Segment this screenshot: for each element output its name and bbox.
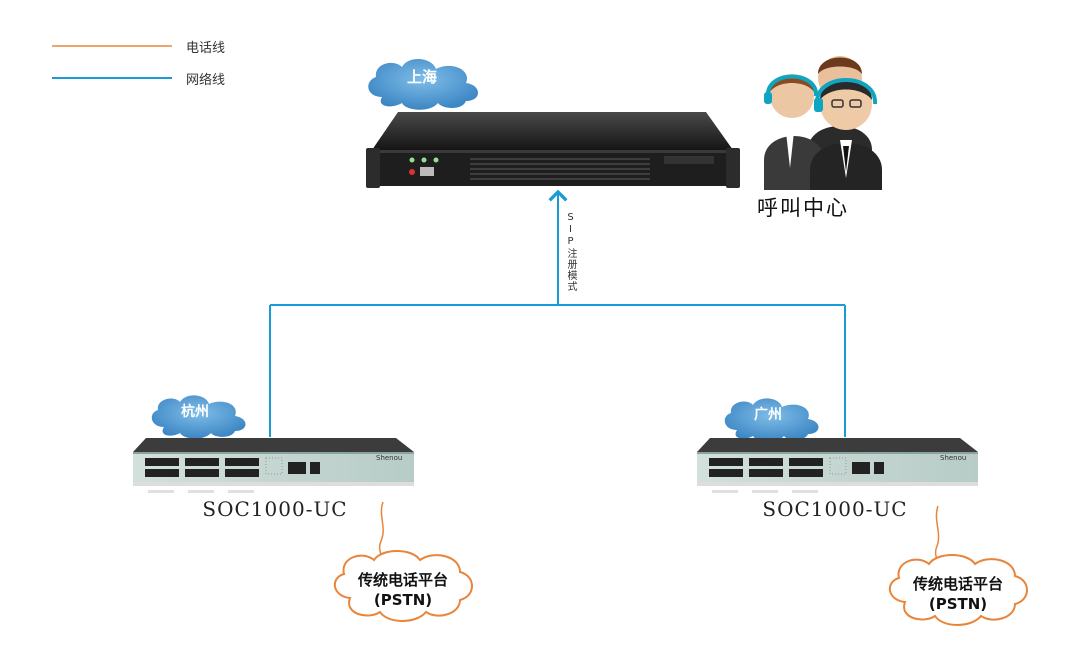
- legend-phone-line-label: 电话线: [186, 41, 226, 56]
- switch-brand-guangzhou: Shenou: [940, 454, 967, 462]
- pstn-subtitle-hangzhou: (PSTN): [373, 591, 433, 609]
- call-center-agents-icon: [764, 56, 882, 190]
- city-label-hangzhou: 杭州: [181, 404, 209, 420]
- switch-guangzhou: [697, 438, 978, 493]
- legend: [52, 45, 172, 79]
- pstn-label-hangzhou: 传统电话平台 (PSTN): [345, 570, 461, 610]
- device-model-hangzhou: SOC1000-UC: [202, 497, 348, 521]
- pstn-subtitle-guangzhou: (PSTN): [928, 595, 988, 613]
- pstn-label-guangzhou: 传统电话平台 (PSTN): [900, 574, 1016, 614]
- pstn-cloud-hangzhou: [334, 550, 473, 622]
- central-server: [366, 112, 740, 188]
- network-links: [269, 189, 846, 437]
- call-center-label: 呼叫中心: [757, 196, 849, 220]
- pstn-cloud-guangzhou: [889, 554, 1028, 626]
- cloud-guangzhou: [724, 398, 819, 442]
- city-label-shanghai: 上海: [406, 68, 437, 86]
- sip-link-label: SIP注册模式: [565, 212, 576, 292]
- device-model-guangzhou: SOC1000-UC: [762, 497, 908, 521]
- pstn-title-hangzhou: 传统电话平台: [357, 571, 448, 589]
- switch-brand-hangzhou: Shenou: [376, 454, 403, 462]
- legend-network-line-label: 网络线: [186, 73, 226, 88]
- cloud-hangzhou: [151, 395, 246, 439]
- cloud-shanghai: [368, 58, 478, 110]
- city-label-guangzhou: 广州: [754, 407, 782, 423]
- pstn-title-guangzhou: 传统电话平台: [912, 575, 1003, 593]
- switch-hangzhou: [133, 438, 414, 493]
